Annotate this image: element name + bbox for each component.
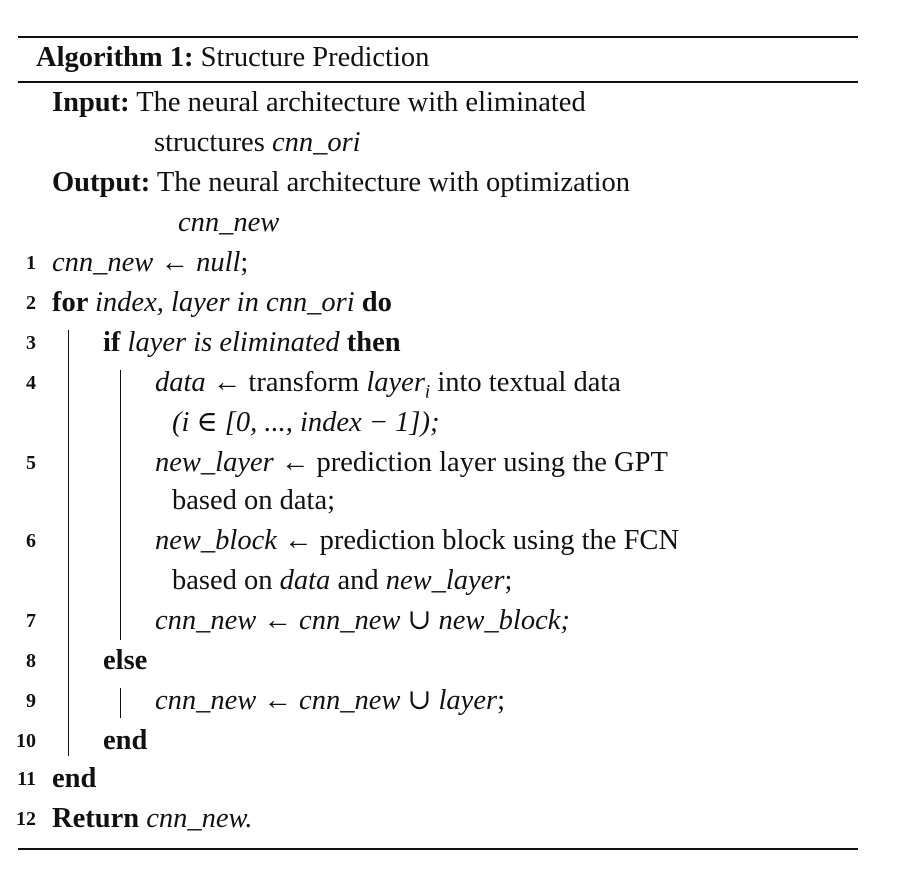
var-new-layer: new_layer <box>385 565 505 596</box>
var-new-layer: new_layer <box>155 447 274 478</box>
var-new-block: new_block <box>155 525 277 556</box>
var-layer: layer <box>438 685 498 716</box>
semicolon: ; <box>240 247 249 278</box>
line-number: 2 <box>26 292 36 314</box>
output-line-1: Output: The neural architecture with opt… <box>52 163 630 203</box>
semicolon: ; <box>497 685 505 716</box>
text: based on <box>172 565 280 596</box>
top-rule <box>18 36 858 38</box>
code-line-5: new_layer ← prediction layer using the G… <box>155 443 668 483</box>
code-line-6-cont: based on data and new_layer; <box>172 561 512 601</box>
keyword-return: Return <box>52 803 147 834</box>
line-number: 3 <box>26 332 36 354</box>
code-line-4-cont: (i ∈ [0, ..., index − 1]); <box>172 407 440 438</box>
input-text-cont: structures <box>154 127 272 158</box>
code-line-3: if layer is eliminated then <box>103 323 401 363</box>
transform-text: ← transform <box>205 367 367 398</box>
for-block-bar <box>68 330 69 756</box>
code-line-2: for index, layer in cnn_ori do <box>52 283 392 323</box>
algorithm-label: Algorithm 1: <box>36 42 194 73</box>
var-cnn-new: cnn_new. <box>146 803 253 834</box>
line-number: 11 <box>17 768 36 790</box>
prediction-text: ← prediction layer using the GPT <box>273 447 668 478</box>
keyword-then: then <box>346 327 401 358</box>
semicolon: ; <box>504 565 513 596</box>
output-label: Output: <box>52 167 151 198</box>
input-label: Input: <box>52 87 130 118</box>
code-line-4: data ← transform layeri into textual dat… <box>155 363 621 403</box>
header-rule <box>18 81 858 83</box>
line-number: 9 <box>26 690 36 712</box>
line-number: 5 <box>26 452 36 474</box>
code-line-1: cnn_new ← null; <box>52 243 248 283</box>
output-var: cnn_new <box>178 207 280 238</box>
code-line-7: cnn_new ← cnn_new ∪ new_block; <box>155 605 570 636</box>
code-line-9: cnn_new ← cnn_new ∪ layer; <box>155 681 505 721</box>
line-number: 8 <box>26 650 36 672</box>
output-line-2: cnn_new <box>178 203 279 243</box>
line-number: 10 <box>16 730 36 752</box>
union-expr: cnn_new ← cnn_new ∪ <box>155 685 439 716</box>
input-line-2: structures cnn_ori <box>154 123 361 163</box>
var-cnn-new: cnn_new <box>52 247 154 278</box>
var-data: data <box>279 565 331 596</box>
input-line-1: Input: The neural architecture with elim… <box>52 83 586 123</box>
else-block-bar <box>120 688 121 718</box>
code-line-5-cont: based on data; <box>172 485 336 516</box>
line-number: 4 <box>26 372 36 394</box>
subscript-i: i <box>424 381 431 403</box>
keyword-else: else <box>103 645 148 676</box>
line-number: 1 <box>26 252 36 274</box>
keyword-end-if: end <box>103 725 148 756</box>
keyword-for: for <box>52 287 96 318</box>
assign-arrow: ← <box>153 247 197 278</box>
line-number: 6 <box>26 530 36 552</box>
line-number: 7 <box>26 610 36 632</box>
algorithm-title: Algorithm 1: Structure Prediction <box>36 38 429 78</box>
transform-text-end: into textual data <box>430 367 621 398</box>
bottom-rule <box>18 848 858 850</box>
then-block-bar <box>120 370 121 640</box>
condition: layer is eliminated <box>127 327 347 358</box>
keyword-do: do <box>361 287 392 318</box>
var-layer: layer <box>366 367 425 398</box>
text: and <box>330 565 386 596</box>
prediction-text: ← prediction block using the FCN <box>276 525 680 556</box>
keyword-if: if <box>103 327 128 358</box>
loop-vars: index, layer in cnn_ori <box>95 287 362 318</box>
input-var: cnn_ori <box>271 127 361 158</box>
output-text: The neural architecture with optimizatio… <box>156 167 631 198</box>
code-line-12: Return cnn_new. <box>52 799 253 839</box>
line-number: 12 <box>16 808 36 830</box>
var-null: null <box>196 247 241 278</box>
input-text: The neural architecture with eliminated <box>136 87 586 118</box>
keyword-end-for: end <box>52 763 97 794</box>
algorithm-name: Structure Prediction <box>200 42 430 73</box>
code-line-6: new_block ← prediction block using the F… <box>155 521 679 561</box>
var-data: data <box>155 367 206 398</box>
